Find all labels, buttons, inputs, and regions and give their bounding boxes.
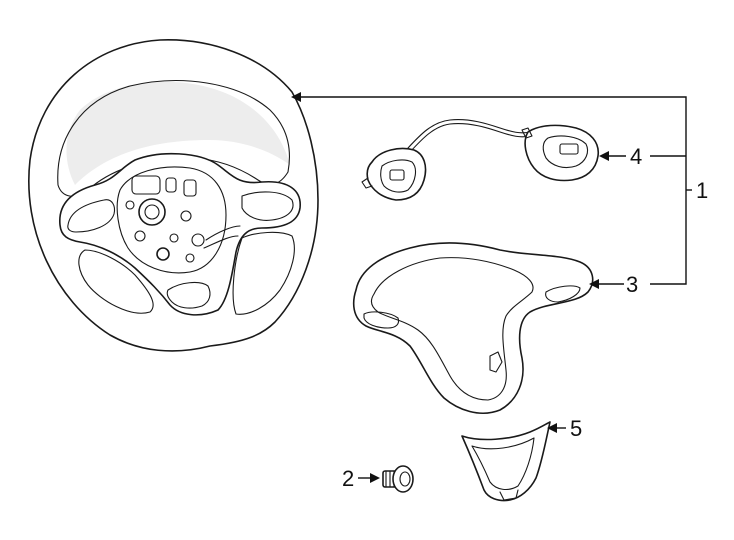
wheel-rim-shade bbox=[66, 81, 290, 185]
wheel-upper-opening bbox=[57, 80, 290, 197]
lower-cover bbox=[461, 421, 551, 502]
callout-2-label: 2 bbox=[342, 466, 354, 491]
leader-3-arrow bbox=[589, 279, 599, 289]
wheel-right-spoke-detail bbox=[241, 191, 294, 221]
wheel-hole-3 bbox=[191, 233, 205, 247]
right-switch-connector bbox=[521, 127, 533, 139]
wheel-center-boss bbox=[138, 198, 166, 226]
wheel-recess-2 bbox=[165, 177, 177, 193]
wheel-recess-1 bbox=[131, 175, 161, 195]
trim-cover bbox=[352, 242, 594, 414]
right-switch-face bbox=[542, 135, 589, 169]
screw-head bbox=[392, 465, 414, 493]
steering-wheel bbox=[28, 39, 319, 352]
screw bbox=[382, 465, 414, 493]
callout-5-label: 5 bbox=[570, 416, 582, 441]
wheel-hole-5 bbox=[134, 230, 146, 242]
left-switch-face bbox=[380, 159, 417, 193]
leader-2-arrow bbox=[370, 473, 380, 483]
screw-head-inner bbox=[399, 471, 411, 487]
lower-cover-body bbox=[461, 421, 551, 502]
wheel-recess-3 bbox=[183, 179, 197, 197]
lower-cover-inner bbox=[471, 437, 535, 491]
wheel-hole-4 bbox=[169, 233, 179, 243]
wheel-center-boss-inner bbox=[144, 204, 160, 220]
wheel-swoosh bbox=[203, 225, 241, 249]
wheel-lower-left-opening bbox=[78, 249, 154, 314]
left-switch-tab bbox=[361, 177, 373, 189]
callout-4-label: 4 bbox=[630, 144, 642, 169]
callout-3-label: 3 bbox=[626, 272, 638, 297]
wheel-hole-2 bbox=[180, 210, 192, 222]
switch-harness-wire bbox=[407, 119, 531, 149]
leader-lines bbox=[291, 92, 692, 483]
trim-cover-right-pocket bbox=[545, 285, 581, 303]
wheel-hole-7 bbox=[185, 253, 195, 263]
wheel-lower-window bbox=[166, 281, 211, 309]
trim-cover-clip bbox=[489, 351, 503, 373]
leader-4-arrow bbox=[599, 151, 609, 161]
switch-harness-wire-2 bbox=[409, 123, 531, 153]
callout-1-label: 1 bbox=[696, 178, 708, 203]
trim-cover-inner bbox=[370, 257, 534, 401]
switch-assembly bbox=[361, 119, 600, 201]
wheel-lower-right-opening bbox=[232, 231, 295, 315]
wheel-hub-inner bbox=[116, 166, 227, 274]
leader-1-arrow bbox=[291, 92, 301, 102]
left-switch-button bbox=[389, 169, 405, 181]
trim-cover-left-pocket bbox=[363, 311, 400, 329]
right-switch-button bbox=[559, 143, 579, 155]
wheel-left-spoke-detail bbox=[67, 199, 116, 233]
lower-cover-tab bbox=[499, 489, 519, 501]
wheel-hole-1 bbox=[125, 200, 135, 210]
wheel-hub bbox=[59, 152, 301, 316]
wheel-hole-6 bbox=[156, 247, 170, 261]
leader-5-arrow bbox=[547, 423, 557, 433]
